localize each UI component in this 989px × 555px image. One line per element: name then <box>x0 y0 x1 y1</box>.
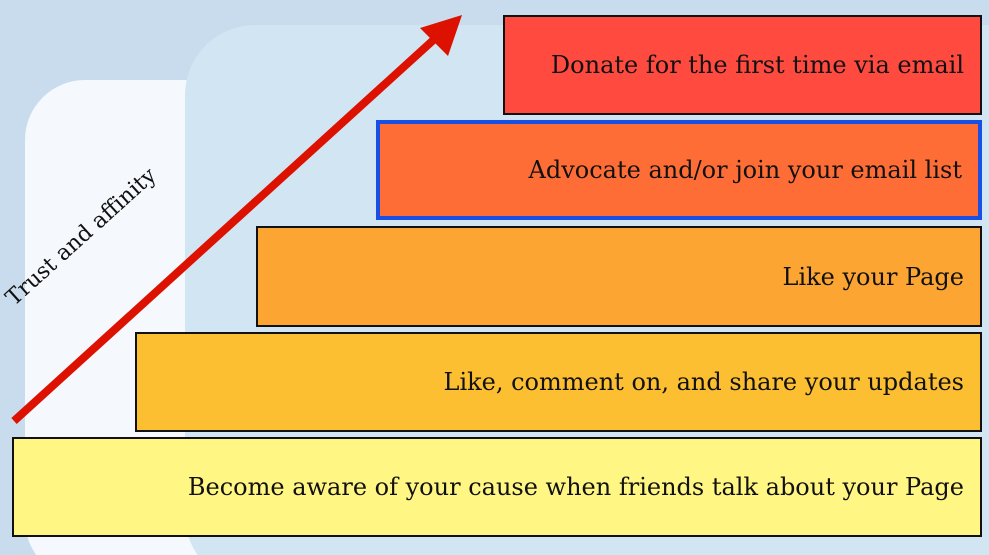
step-label: Become aware of your cause when friends … <box>187 473 964 501</box>
step-advocate: Advocate and/or join your email list <box>376 120 982 220</box>
step-label: Donate for the first time via email <box>550 51 964 79</box>
step-engage: Like, comment on, and share your updates <box>135 332 982 432</box>
step-like-page: Like your Page <box>256 226 982 327</box>
step-label: Like your Page <box>782 262 965 291</box>
step-label: Advocate and/or join your email list <box>528 156 962 184</box>
step-label: Like, comment on, and share your updates <box>443 368 965 396</box>
step-donate: Donate for the first time via email <box>503 15 982 115</box>
step-aware: Become aware of your cause when friends … <box>12 437 982 537</box>
